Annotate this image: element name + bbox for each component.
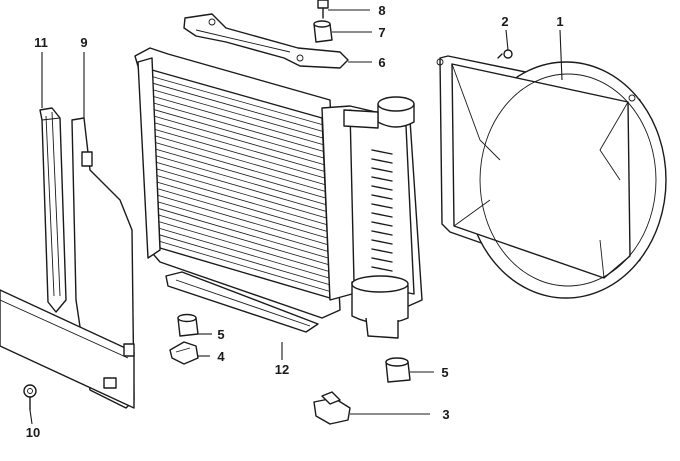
tank-rib (371, 230, 393, 236)
callout-9: 9 (80, 35, 87, 50)
leader-lines (29, 9, 563, 425)
fin-line (153, 109, 324, 159)
part-5-rubber-buffer-right (385, 357, 411, 383)
tank-rib (371, 212, 393, 218)
callout-7: 7 (378, 25, 385, 40)
fin-line (153, 95, 324, 146)
part-3-mounting-bracket (313, 391, 351, 425)
fin-line (155, 148, 326, 199)
fin-line (152, 82, 323, 132)
leader-10 (29, 409, 33, 425)
callout-2: 2 (501, 14, 508, 29)
tank-rib (371, 239, 393, 245)
radiator-assembly (134, 47, 423, 339)
fin-line (152, 76, 323, 126)
fin-line (158, 221, 329, 272)
part-11-seal-strip (39, 107, 67, 313)
tank-rib (371, 158, 393, 164)
callout-11: 11 (34, 35, 48, 50)
callout-5b: 5 (441, 365, 448, 380)
fin-line (158, 208, 329, 259)
fin-line (154, 122, 325, 172)
fin-line (157, 194, 328, 246)
tank-ribs (371, 149, 393, 272)
tank-rib (371, 257, 393, 263)
tank-rib (371, 176, 393, 182)
tank-rib (371, 221, 393, 227)
fin-line (153, 115, 325, 166)
part-12-lower-strip (165, 271, 319, 333)
fin-line (159, 234, 330, 286)
callout-1: 1 (556, 14, 563, 29)
tank-rib (371, 194, 393, 200)
tank-rib (371, 248, 393, 254)
callout-4: 4 (217, 349, 225, 364)
callout-8: 8 (378, 3, 385, 18)
tank-rib (371, 149, 393, 155)
fin-line (155, 155, 326, 206)
part-5-rubber-buffer-left (177, 313, 199, 337)
part-4-bracket-clip (169, 341, 199, 365)
leader-1 (559, 29, 563, 81)
callout-12: 12 (275, 362, 289, 377)
fin-line (153, 102, 324, 152)
callout-numbers: 1 2 3 4 5 5 6 7 8 9 10 11 12 (26, 3, 564, 440)
fin-line (154, 128, 325, 179)
callout-6: 6 (378, 55, 385, 70)
callout-3: 3 (442, 407, 449, 422)
fin-line (155, 142, 326, 192)
tank-rib (371, 266, 393, 272)
radiator-fins (152, 76, 330, 292)
fin-line (158, 214, 329, 266)
part-8-screw (317, 0, 329, 19)
tank-rib (371, 185, 393, 191)
part-2-screw (497, 49, 513, 59)
fin-line (152, 89, 323, 139)
part-1-fan-shroud (436, 55, 667, 299)
fin-line (156, 161, 327, 212)
part-10-clip (23, 384, 37, 411)
fin-line (154, 135, 326, 186)
fin-line (156, 181, 328, 232)
fin-line (156, 168, 327, 219)
tank-rib (371, 167, 393, 173)
part-10-lower-panel (0, 289, 135, 409)
part-7-rubber-mount (313, 20, 333, 43)
tank-rib (371, 203, 393, 209)
fin-line (156, 175, 327, 226)
callout-5a: 5 (217, 327, 224, 342)
callout-10: 10 (26, 425, 40, 440)
fin-line (159, 241, 330, 292)
fin-line (158, 227, 330, 279)
fin-line (157, 201, 329, 252)
fin-line (157, 188, 328, 239)
part-6-upper-bracket (183, 13, 349, 69)
leader-2 (505, 29, 509, 51)
